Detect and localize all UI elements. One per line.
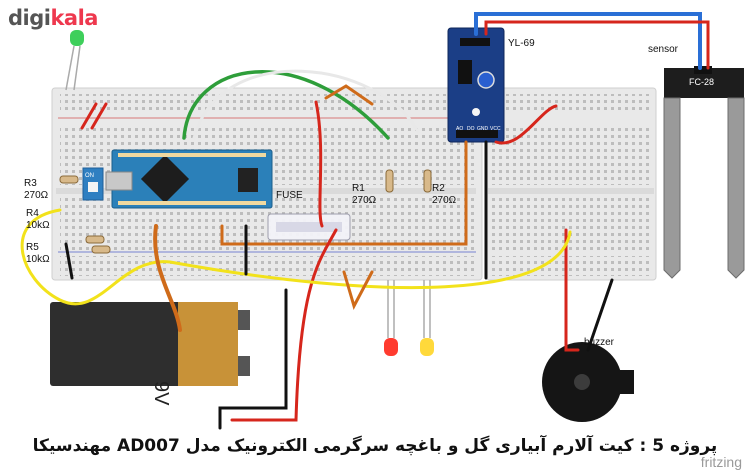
r2-value: 270Ω [432, 195, 457, 206]
digikala-logo: digikala [8, 6, 98, 30]
resistor-r3 [59, 175, 79, 184]
led-red [384, 280, 398, 356]
module-pin-ao: AO [456, 126, 463, 132]
wire-red-buzzer [564, 228, 580, 352]
logo-part2: kala [50, 6, 98, 30]
r1-value: 270Ω [352, 195, 377, 206]
component-labels: sensor FC-28 YL-69 AO DO GND VCC FUSE R1… [24, 38, 714, 406]
caption: پروژه 5 : کیت آلارم آبیاری گل و باغچه سر… [32, 436, 718, 456]
wire-red-battery [230, 228, 338, 422]
potentiometer-icon [477, 71, 495, 89]
resistor-r1 [385, 169, 394, 193]
dip-switch: ON [82, 167, 104, 201]
wire-white [192, 69, 420, 140]
wire-red-middle [314, 100, 324, 228]
r4-value: 10kΩ [26, 220, 50, 231]
module-pin-gnd: GND [477, 126, 489, 132]
r1-name: R1 [352, 183, 365, 194]
wire-yellow [20, 208, 572, 306]
resistor-r2 [423, 169, 432, 193]
r5-value: 10kΩ [26, 254, 50, 265]
wire-red-vcc [494, 104, 558, 145]
wire-black-buzzer [586, 278, 614, 352]
fuse [267, 213, 351, 241]
module-pin-do: DO [467, 126, 475, 132]
wire-black-battery [218, 288, 288, 430]
fritzing-watermark: fritzing [700, 454, 742, 470]
sensor-label: sensor [648, 44, 679, 55]
wire-green [182, 70, 390, 140]
wire-orange-battery [153, 224, 182, 332]
sensor-model-label: FC-28 [689, 77, 714, 87]
wire-black-left [64, 242, 74, 280]
battery-label: 9V [150, 381, 172, 406]
arduino-nano [105, 149, 273, 209]
wire-orange-bottom [342, 270, 374, 310]
wire-blue [474, 12, 702, 70]
resistor-r4 [85, 235, 105, 244]
resistor-r5 [91, 245, 111, 254]
buzzer [542, 342, 634, 422]
led-green [65, 30, 84, 91]
r4-name: R4 [26, 208, 39, 219]
led-yellow [420, 280, 434, 356]
wire-red-sensor [484, 20, 710, 70]
wire-orange-ao [220, 140, 468, 246]
switch-on-label: ON [85, 173, 94, 179]
yl69-module [447, 27, 505, 143]
breadboard-secondary [485, 87, 657, 281]
wire-orange-top [324, 84, 374, 106]
r3-name: R3 [24, 178, 37, 189]
module-model-label: YL-69 [508, 38, 535, 49]
module-pin-vcc: VCC [490, 126, 501, 132]
r5-name: R5 [26, 242, 39, 253]
r2-name: R2 [432, 183, 445, 194]
r3-value: 270Ω [24, 190, 49, 201]
logo-part1: digi [8, 6, 51, 30]
buzzer-label: buzzer [584, 337, 615, 348]
battery-9v [50, 302, 250, 386]
fc28-sensor [663, 66, 745, 279]
fuse-label: FUSE [276, 190, 303, 201]
wires [20, 12, 710, 430]
wire-red-left [80, 102, 108, 130]
